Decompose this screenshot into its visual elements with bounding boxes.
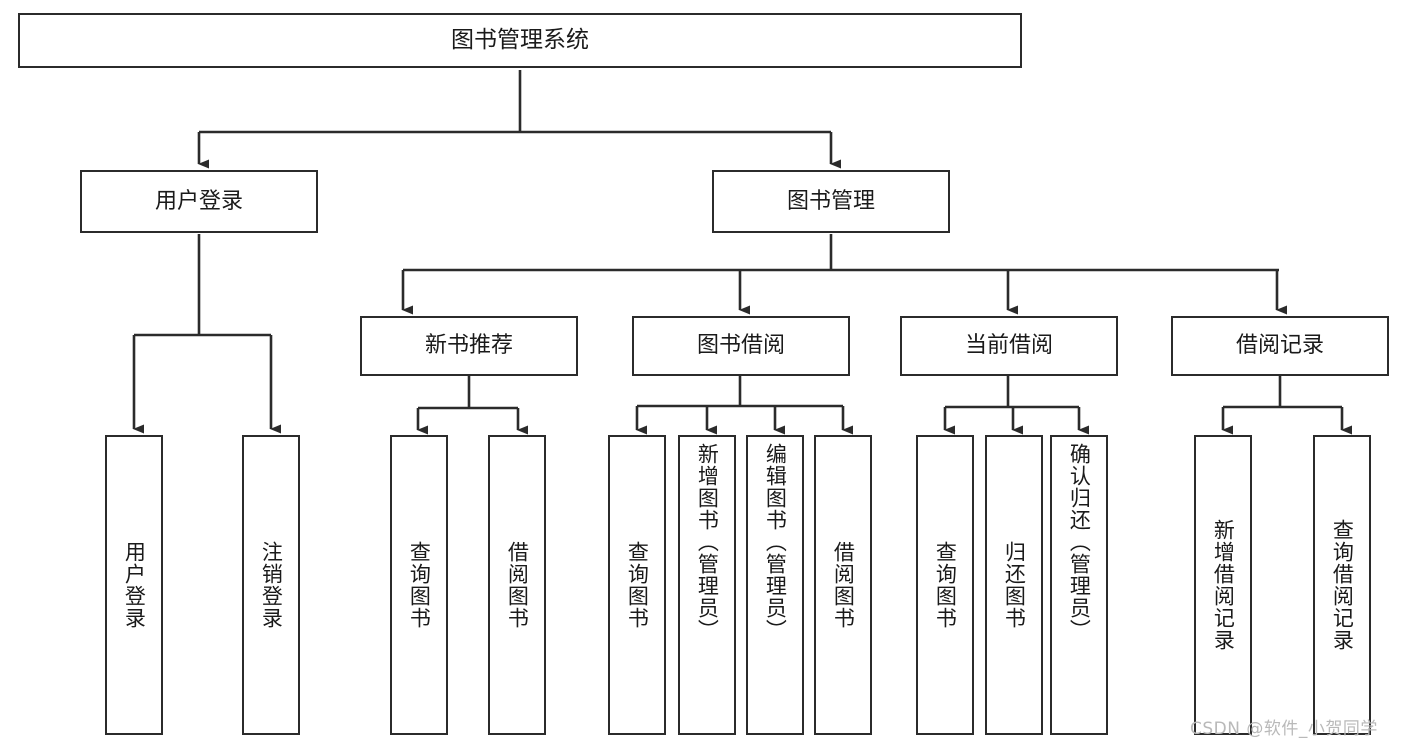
node-book-manage[interactable]: 图书管理 [712, 170, 950, 233]
node-label: 查询图书 [625, 541, 650, 629]
node-label: 新增借阅记录 [1211, 519, 1236, 651]
node-label: 图书借阅 [696, 333, 785, 359]
leaf-query-borrow-record[interactable]: 查询借阅记录 [1313, 435, 1371, 735]
node-label: 编辑图书（管理员） [763, 443, 788, 641]
node-label: 归还图书 [1002, 541, 1027, 629]
csdn-watermark: CSDN @软件_小贺同学 [1190, 719, 1378, 739]
node-borrow-record[interactable]: 借阅记录 [1171, 316, 1389, 376]
leaf-borrow-book[interactable]: 借阅图书 [814, 435, 872, 735]
node-label: 确认归还（管理员） [1067, 443, 1092, 641]
leaf-logout[interactable]: 注销登录 [242, 435, 300, 735]
leaf-edit-book-admin[interactable]: 编辑图书（管理员） [746, 435, 804, 735]
node-label: 图书管理系统 [451, 26, 589, 53]
node-label: 用户登录 [154, 188, 243, 214]
node-user-login[interactable]: 用户登录 [80, 170, 318, 233]
leaf-user-login[interactable]: 用户登录 [105, 435, 163, 735]
node-label: 查询图书 [407, 541, 432, 629]
node-label: 查询图书 [933, 541, 958, 629]
leaf-borrow-query-book[interactable]: 查询图书 [608, 435, 666, 735]
node-label: 注销登录 [259, 541, 284, 629]
leaf-add-borrow-record[interactable]: 新增借阅记录 [1194, 435, 1252, 735]
leaf-recommend-query-book[interactable]: 查询图书 [390, 435, 448, 735]
node-label: 图书管理 [786, 188, 875, 214]
node-new-book-recommend[interactable]: 新书推荐 [360, 316, 578, 376]
leaf-current-query-book[interactable]: 查询图书 [916, 435, 974, 735]
node-label: 借阅图书 [505, 541, 530, 629]
leaf-recommend-borrow-book[interactable]: 借阅图书 [488, 435, 546, 735]
node-current-borrow[interactable]: 当前借阅 [900, 316, 1118, 376]
leaf-return-book[interactable]: 归还图书 [985, 435, 1043, 735]
node-label: 查询借阅记录 [1330, 519, 1355, 651]
node-root-system[interactable]: 图书管理系统 [18, 13, 1022, 68]
leaf-add-book-admin[interactable]: 新增图书（管理员） [678, 435, 736, 735]
node-book-borrow[interactable]: 图书借阅 [632, 316, 850, 376]
node-label: 借阅记录 [1235, 333, 1324, 359]
node-label: 当前借阅 [964, 333, 1053, 359]
node-label: 新书推荐 [424, 333, 513, 359]
node-label: 借阅图书 [831, 541, 856, 629]
leaf-confirm-return-admin[interactable]: 确认归还（管理员） [1050, 435, 1108, 735]
node-label: 新增图书（管理员） [695, 443, 720, 641]
node-label: 用户登录 [122, 541, 147, 629]
